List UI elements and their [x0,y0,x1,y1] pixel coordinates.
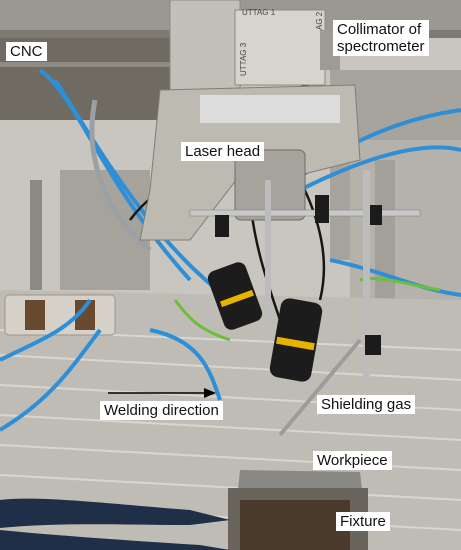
label-shielding-gas: Shielding gas [317,395,416,414]
camera-lens-1 [207,262,263,330]
collimator-body [234,9,326,86]
label-collimator-line1: Collimator of [337,21,422,38]
horizontal-rod [189,209,421,217]
sticker-ag-2: AG 2 [315,11,324,30]
gas-nozzle [278,338,362,437]
camera-lens-2 [269,298,323,382]
label-collimator: Collimator of spectrometer [333,20,429,56]
carriage [169,0,241,96]
sticker-uttag-3: UTTAG 3 [239,42,248,76]
welding-direction-arrow [108,388,216,398]
label-workpiece: Workpiece [313,451,392,470]
left-pole [30,180,42,290]
sticker-uttag-1: UTTAG 1 [242,8,276,17]
label-collimator-line2: spectrometer [337,38,425,55]
vertical-rod-right [363,170,370,380]
workpiece [238,470,362,490]
pliers [0,498,230,550]
label-fixture: Fixture [336,512,390,531]
label-welding-direction: Welding direction [100,401,223,420]
flex-conduit [89,99,152,252]
green-cable [173,299,231,342]
rail-left [0,62,175,67]
label-laser-head: Laser head [181,142,265,161]
label-cnc: CNC [6,42,47,61]
